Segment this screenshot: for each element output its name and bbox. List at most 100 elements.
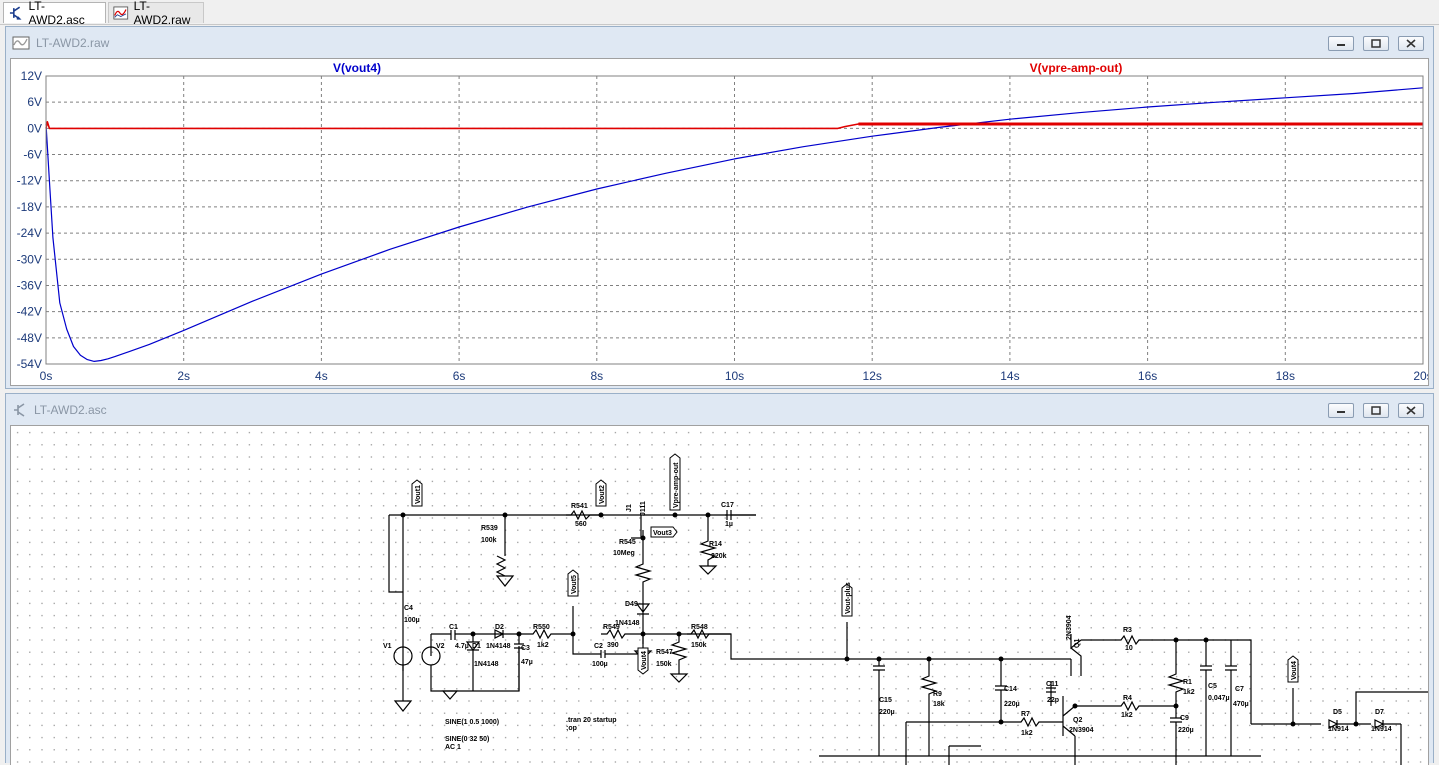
component-ref[interactable]: C7 bbox=[1235, 686, 1244, 693]
component-ref[interactable]: D1 bbox=[472, 643, 481, 650]
restore-button[interactable] bbox=[1363, 36, 1389, 51]
component-ref[interactable]: D2 bbox=[495, 624, 504, 631]
restore-icon bbox=[1371, 39, 1381, 48]
component-ref[interactable]: V1 bbox=[383, 643, 392, 650]
schematic-canvas[interactable]: Vout1 Vout2 Vpre-amp-out Vout3 Vout5 bbox=[10, 425, 1429, 765]
component-ref[interactable]: R545 bbox=[619, 539, 636, 546]
component-ref[interactable]: R9 bbox=[933, 691, 942, 698]
component-ref[interactable]: R548 bbox=[691, 624, 708, 631]
net-label[interactable]: Vout2 bbox=[595, 479, 607, 507]
minimize-button[interactable] bbox=[1328, 36, 1354, 51]
y-tick-label[interactable]: -18V bbox=[17, 200, 42, 214]
restore-button[interactable] bbox=[1363, 403, 1389, 418]
schematic-wires bbox=[388, 509, 1428, 765]
net-label-flags: Vout1 Vout2 Vpre-amp-out Vout3 Vout5 bbox=[411, 453, 1299, 683]
waveform-icon bbox=[12, 36, 30, 50]
waveform-chart[interactable]: V(vout4) V(vpre-amp-out) 12V 6V 0V -6V -12V -… bbox=[11, 59, 1433, 385]
waveform-plot-pane[interactable]: V(vout4) V(vpre-amp-out) 12V 6V 0V -6V -12V -… bbox=[10, 58, 1433, 386]
document-tab-strip: LT-AWD2.asc LT-AWD2.raw bbox=[0, 0, 1439, 27]
component-ref[interactable]: R7 bbox=[1021, 711, 1030, 718]
x-tick-label[interactable]: 20s bbox=[1413, 369, 1432, 383]
svg-text:Vout5: Vout5 bbox=[571, 575, 578, 594]
x-tick-label[interactable]: 12s bbox=[863, 369, 882, 383]
component-ref[interactable]: C11 bbox=[1046, 681, 1059, 688]
tab-schematic-label: LT-AWD2.asc bbox=[28, 0, 85, 27]
component-ref[interactable]: C4 bbox=[404, 605, 413, 612]
x-tick-label[interactable]: 14s bbox=[1000, 369, 1019, 383]
net-label[interactable]: Vout3 bbox=[650, 526, 678, 538]
legend-series-0[interactable]: V(vout4) bbox=[333, 61, 381, 75]
component-ref[interactable]: C9 bbox=[1180, 715, 1189, 722]
x-tick-label[interactable]: 8s bbox=[590, 369, 603, 383]
net-label[interactable]: Vpre-amp-out bbox=[669, 453, 681, 511]
x-tick-label[interactable]: 2s bbox=[177, 369, 190, 383]
y-tick-label[interactable]: -24V bbox=[17, 226, 42, 240]
y-tick-label[interactable]: 12V bbox=[21, 69, 42, 83]
y-tick-label[interactable]: -6V bbox=[23, 148, 42, 162]
component-ref[interactable]: Q2 bbox=[1073, 717, 1082, 724]
component-ref[interactable]: R547 bbox=[656, 649, 673, 656]
x-tick-label[interactable]: 18s bbox=[1276, 369, 1295, 383]
source-directive[interactable]: SINE(1 0.5 1000) bbox=[445, 719, 499, 726]
component-ref[interactable]: R4 bbox=[1123, 695, 1132, 702]
schematic-icon bbox=[9, 6, 22, 20]
component-ref[interactable]: R550 bbox=[533, 624, 550, 631]
x-tick-label[interactable]: 4s bbox=[315, 369, 328, 383]
svg-text:Vout4: Vout4 bbox=[641, 651, 648, 670]
component-ref[interactable]: D5 bbox=[1333, 709, 1342, 716]
close-button[interactable] bbox=[1398, 403, 1424, 418]
component-ref[interactable]: V2 bbox=[436, 643, 445, 650]
net-label[interactable]: Vout4 bbox=[1287, 655, 1299, 683]
y-tick-label[interactable]: -48V bbox=[17, 331, 42, 345]
y-tick-label[interactable]: 6V bbox=[27, 95, 42, 109]
net-label[interactable]: Vout1 bbox=[411, 479, 423, 507]
component-ref[interactable]: R1 bbox=[1183, 679, 1192, 686]
component-ref[interactable]: Q1 bbox=[1074, 639, 1081, 648]
component-ref[interactable]: D49 bbox=[625, 601, 638, 608]
component-ref[interactable]: C17 bbox=[721, 502, 734, 509]
trace-series-0[interactable] bbox=[45, 87, 1424, 362]
component-ref[interactable]: R549 bbox=[603, 624, 620, 631]
component-ref[interactable]: C3 bbox=[521, 645, 530, 652]
waveform-titlebar[interactable]: LT-AWD2.raw bbox=[6, 27, 1433, 59]
net-label[interactable]: Vout5 bbox=[567, 569, 579, 597]
source-directive[interactable]: AC 1 bbox=[445, 744, 461, 751]
x-tick-label[interactable]: 16s bbox=[1138, 369, 1157, 383]
svg-text:Vout3: Vout3 bbox=[653, 530, 672, 537]
x-tick-label[interactable]: 0s bbox=[40, 369, 53, 383]
legend-series-1[interactable]: V(vpre-amp-out) bbox=[1030, 61, 1123, 75]
component-value: 1k2 bbox=[1021, 730, 1033, 737]
y-tick-label[interactable]: 0V bbox=[27, 121, 42, 135]
y-tick-label[interactable]: -54V bbox=[17, 357, 42, 371]
y-tick-label[interactable]: -30V bbox=[17, 252, 42, 266]
plot-frame bbox=[45, 75, 1424, 365]
close-button[interactable] bbox=[1398, 36, 1424, 51]
component-ref[interactable]: J1 bbox=[626, 504, 633, 512]
tab-schematic[interactable]: LT-AWD2.asc bbox=[3, 0, 106, 27]
y-tick-label[interactable]: -12V bbox=[17, 174, 42, 188]
net-label[interactable]: Vout-plus bbox=[841, 582, 853, 617]
minimize-button[interactable] bbox=[1328, 403, 1354, 418]
x-tick-label[interactable]: 10s bbox=[725, 369, 744, 383]
schematic-drawing[interactable]: Vout1 Vout2 Vpre-amp-out Vout3 Vout5 bbox=[11, 426, 1428, 765]
component-value: 1k2 bbox=[537, 642, 549, 649]
y-tick-label[interactable]: -36V bbox=[17, 278, 42, 292]
component-ref[interactable]: R539 bbox=[481, 525, 498, 532]
component-ref[interactable]: C5 bbox=[1208, 683, 1217, 690]
component-ref[interactable]: R14 bbox=[709, 541, 722, 548]
component-ref[interactable]: R3 bbox=[1123, 627, 1132, 634]
y-tick-label[interactable]: -42V bbox=[17, 305, 42, 319]
spice-comment[interactable]: ;op bbox=[566, 725, 577, 732]
schematic-titlebar[interactable]: LT-AWD2.asc bbox=[6, 394, 1433, 426]
tab-waveform[interactable]: LT-AWD2.raw bbox=[108, 0, 204, 27]
component-ref[interactable]: C15 bbox=[879, 697, 892, 704]
component-ref[interactable]: C1 bbox=[449, 624, 458, 631]
spice-directive[interactable]: .tran 20 startup bbox=[566, 717, 617, 724]
net-label[interactable]: Vout4 bbox=[637, 647, 649, 675]
source-directive[interactable]: SINE(0 32 50) bbox=[445, 736, 489, 743]
component-ref[interactable]: C2 bbox=[594, 643, 603, 650]
component-ref[interactable]: R541 bbox=[571, 503, 588, 510]
component-ref[interactable]: C14 bbox=[1004, 686, 1017, 693]
component-ref[interactable]: D7 bbox=[1375, 709, 1384, 716]
x-tick-label[interactable]: 6s bbox=[453, 369, 466, 383]
